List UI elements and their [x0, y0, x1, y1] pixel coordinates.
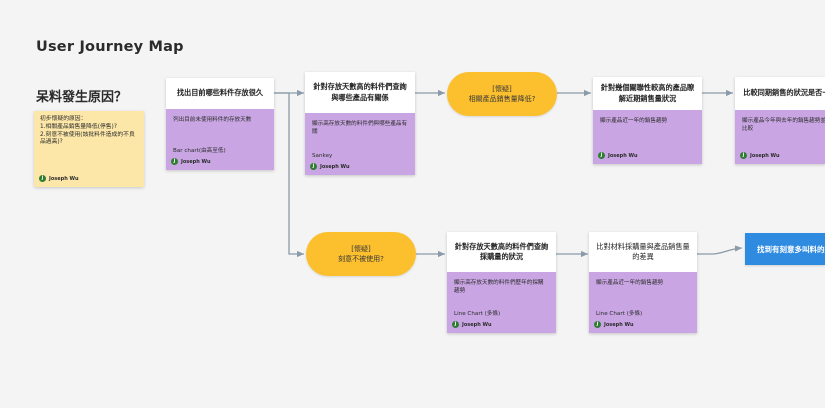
card-chart-type: Bar chart(由高至低) — [173, 148, 226, 154]
card-header: 針對存放天數高的料件們查詢採購量的狀況 — [447, 232, 556, 272]
author-name: Joseph Wu — [181, 158, 211, 165]
card-author: J Joseph Wu — [594, 321, 634, 328]
author-name: Joseph Wu — [608, 152, 638, 159]
page-title: User Journey Map — [36, 39, 184, 55]
avatar: J — [740, 152, 747, 159]
card-body: 顯示高存放天數的料件們歷年的採購趨勢 Line Chart (多條) J Jos… — [447, 272, 556, 333]
card-header: 針對存放天數高的料件們查詢與哪些產品有關係 — [305, 72, 415, 113]
card-chart-type: Sankey — [312, 153, 333, 159]
card-body: 顯示產品今年與去年的銷售趨勢並進行比較 J Joseph Wu — [735, 110, 825, 164]
avatar: J — [598, 152, 605, 159]
card-header: 針對幾個關聯性較高的產品瞭解近期銷售量狀況 — [593, 77, 702, 110]
card-body: 列出目前未使用料件的存放天數 Bar chart(由高至低) J Joseph … — [166, 109, 274, 170]
result-box[interactable]: 找到有刻意多叫料的狀況 — [745, 233, 825, 265]
card-author: J Joseph Wu — [310, 163, 350, 170]
flow-card[interactable]: 針對存放天數高的料件們查詢採購量的狀況 顯示高存放天數的料件們歷年的採購趨勢 L… — [447, 232, 556, 333]
card-chart-type: Line Chart (多條) — [454, 311, 501, 317]
card-description: 列出目前未使用料件的存放天數 — [173, 117, 252, 123]
pill-tag: [懷疑] — [351, 244, 371, 253]
card-description: 顯示產品近一年的銷售趨勢 — [596, 280, 664, 286]
card-author: J Joseph Wu — [452, 321, 492, 328]
sticky-author: J Joseph Wu — [39, 175, 79, 182]
hypothesis-pill[interactable]: [懷疑] 相關產品銷售量降低? — [447, 72, 557, 116]
author-name: Joseph Wu — [320, 163, 350, 170]
pill-tag: [懷疑] — [492, 84, 512, 93]
sticky-note[interactable]: 初步懷疑的原因： 1.相關產品銷售量降低(停售)? 2.刻意不被使用(該批料件造… — [34, 111, 144, 187]
avatar: J — [310, 163, 317, 170]
card-body: 顯示產品近一年的銷售趨勢 J Joseph Wu — [593, 110, 702, 164]
card-chart-type: Line Chart (多條) — [596, 311, 643, 317]
card-header: 找出目前哪些料件存放很久 — [166, 78, 274, 109]
connector-card6-result — [697, 245, 743, 255]
hypothesis-pill[interactable]: [懷疑] 刻意不被使用? — [306, 232, 416, 276]
flow-card[interactable]: 比較同期銷售的狀況是否一致 顯示產品今年與去年的銷售趨勢並進行比較 J Jose… — [735, 77, 825, 164]
pill-text: 刻意不被使用? — [338, 255, 384, 263]
card-body: 顯示高存放天數的料件們與哪些產品有關 Sankey J Joseph Wu — [305, 113, 415, 175]
card-author: J Joseph Wu — [171, 158, 211, 165]
card-header: 比對材料採購量與產品銷售量的差異 — [589, 232, 697, 272]
avatar: J — [594, 321, 601, 328]
flow-card[interactable]: 找出目前哪些料件存放很久 列出目前未使用料件的存放天數 Bar chart(由高… — [166, 78, 274, 170]
result-text: 找到有刻意多叫料的狀況 — [757, 244, 825, 254]
card-author: J Joseph Wu — [598, 152, 638, 159]
card-description: 顯示產品今年與去年的銷售趨勢並進行比較 — [742, 118, 825, 133]
pill-text: 相關產品銷售量降低? — [468, 95, 536, 103]
question-heading: 呆料發生原因？ — [36, 90, 128, 105]
avatar: J — [452, 321, 459, 328]
card-header: 比較同期銷售的狀況是否一致 — [735, 77, 825, 110]
card-description: 顯示高存放天數的料件們歷年的採購趨勢 — [454, 280, 544, 295]
card-description: 顯示高存放天數的料件們與哪些產品有關 — [312, 121, 408, 136]
connector-card1-pill2 — [274, 92, 304, 258]
author-name: Joseph Wu — [462, 321, 492, 328]
avatar: J — [39, 175, 46, 182]
author-name: Joseph Wu — [604, 321, 634, 328]
card-body: 顯示產品近一年的銷售趨勢 Line Chart (多條) J Joseph Wu — [589, 272, 697, 333]
author-name: Joseph Wu — [750, 152, 780, 159]
flow-card[interactable]: 比對材料採購量與產品銷售量的差異 顯示產品近一年的銷售趨勢 Line Chart… — [589, 232, 697, 333]
sticky-note-text: 初步懷疑的原因： 1.相關產品銷售量降低(停售)? 2.刻意不被使用(該批料件造… — [40, 116, 135, 146]
flow-card[interactable]: 針對幾個關聯性較高的產品瞭解近期銷售量狀況 顯示產品近一年的銷售趨勢 J Jos… — [593, 77, 702, 164]
card-description: 顯示產品近一年的銷售趨勢 — [600, 118, 668, 124]
avatar: J — [171, 158, 178, 165]
flow-card[interactable]: 針對存放天數高的料件們查詢與哪些產品有關係 顯示高存放天數的料件們與哪些產品有關… — [305, 72, 415, 175]
card-author: J Joseph Wu — [740, 152, 780, 159]
author-name: Joseph Wu — [49, 175, 79, 182]
